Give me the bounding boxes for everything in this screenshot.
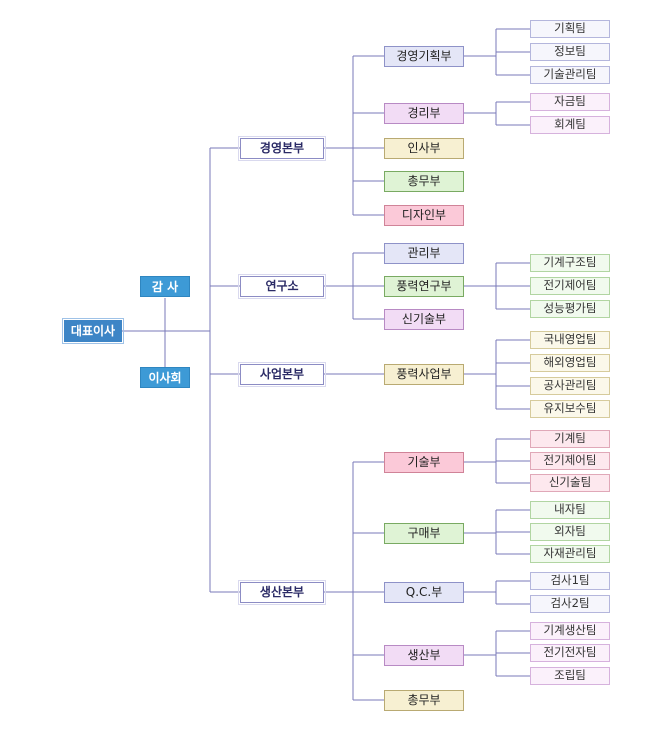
division-box[interactable]: 생산본부 (238, 579, 326, 605)
team-box[interactable]: 성능평가팀 (530, 300, 610, 318)
team-box[interactable]: 기계생산팀 (530, 622, 610, 640)
team-box[interactable]: 전기제어팀 (530, 277, 610, 295)
department-box[interactable]: 총무부 (384, 689, 464, 711)
department-box[interactable]: 총무부 (384, 170, 464, 192)
department-box[interactable]: 생산부 (384, 644, 464, 666)
team-box[interactable]: 공사관리팀 (530, 377, 610, 395)
division-box[interactable]: 사업본부 (238, 361, 326, 387)
team-box[interactable]: 검사2팀 (530, 595, 610, 613)
team-box[interactable]: 전기제어팀 (530, 452, 610, 470)
team-box[interactable]: 유지보수팀 (530, 400, 610, 418)
department-box[interactable]: 경리부 (384, 102, 464, 124)
team-box[interactable]: 신기술팀 (530, 474, 610, 492)
department-box[interactable]: 인사부 (384, 137, 464, 159)
department-box[interactable]: 구매부 (384, 522, 464, 544)
team-box[interactable]: 검사1팀 (530, 572, 610, 590)
division-box[interactable]: 경영본부 (238, 135, 326, 161)
team-box[interactable]: 국내영업팀 (530, 331, 610, 349)
department-box[interactable]: 풍력사업부 (384, 363, 464, 385)
team-box[interactable]: 정보팀 (530, 43, 610, 61)
team-box[interactable]: 자금팀 (530, 93, 610, 111)
team-box[interactable]: 전기전자팀 (530, 644, 610, 662)
team-box[interactable]: 조립팀 (530, 667, 610, 685)
department-box[interactable]: 경영기획부 (384, 45, 464, 67)
department-box[interactable]: Q.C.부 (384, 581, 464, 603)
department-box[interactable]: 디자인부 (384, 204, 464, 226)
team-box[interactable]: 해외영업팀 (530, 354, 610, 372)
board-box[interactable]: 이사회 (140, 367, 190, 388)
department-box[interactable]: 풍력연구부 (384, 275, 464, 297)
team-box[interactable]: 회계팀 (530, 116, 610, 134)
department-box[interactable]: 관리부 (384, 242, 464, 264)
department-box[interactable]: 기술부 (384, 451, 464, 473)
team-box[interactable]: 외자팀 (530, 523, 610, 541)
team-box[interactable]: 기계팀 (530, 430, 610, 448)
team-box[interactable]: 내자팀 (530, 501, 610, 519)
ceo-box[interactable]: 대표이사 (62, 318, 124, 344)
auditor-box[interactable]: 감 사 (140, 276, 190, 297)
team-box[interactable]: 자재관리팀 (530, 545, 610, 563)
division-box[interactable]: 연구소 (238, 273, 326, 299)
team-box[interactable]: 기획팀 (530, 20, 610, 38)
team-box[interactable]: 기술관리팀 (530, 66, 610, 84)
team-box[interactable]: 기계구조팀 (530, 254, 610, 272)
department-box[interactable]: 신기술부 (384, 308, 464, 330)
